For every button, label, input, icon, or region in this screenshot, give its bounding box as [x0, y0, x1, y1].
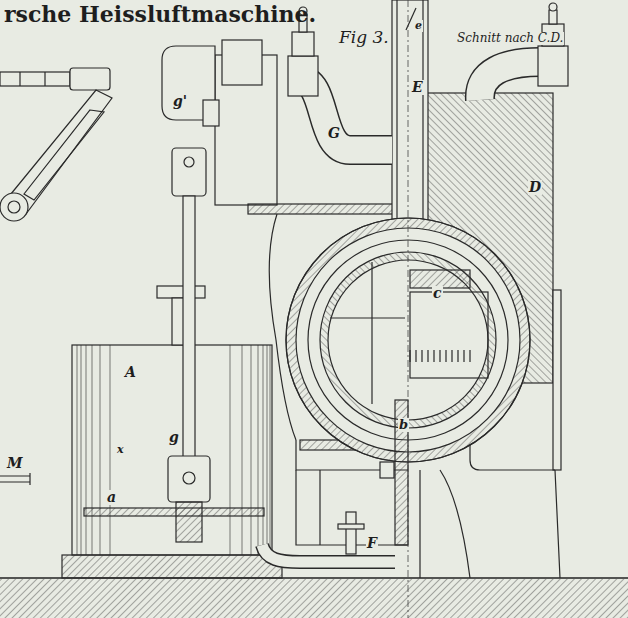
valve-part: [549, 10, 557, 24]
pipe-f: [262, 512, 395, 562]
bracket-g-prime-part: [203, 100, 219, 126]
block-d-part: [420, 470, 560, 578]
part-letter: a: [106, 490, 117, 505]
pipe-e-part: [396, 0, 397, 240]
top-left-lever-part: [70, 68, 110, 90]
pipe-f-part: [346, 512, 356, 554]
ground-part: [0, 579, 628, 618]
main-cylinder-part: [410, 350, 470, 362]
frame-part: [248, 204, 408, 214]
part-letter: g': [172, 94, 188, 109]
bracket-g-prime-part: [222, 40, 262, 85]
valve-part: [538, 46, 568, 86]
top-left-lever-part: [24, 110, 104, 200]
valve-part: [292, 32, 314, 56]
part-letter: E: [411, 80, 424, 95]
top-left-lever-part: [0, 193, 28, 221]
frame-part: [319, 470, 320, 545]
part-letter: c: [432, 286, 443, 301]
top-left-lever-part: [19, 72, 20, 86]
connecting-rod-g: [168, 196, 210, 542]
cylinder-a-part: [72, 345, 272, 555]
connecting-rod-g-part: [183, 472, 195, 484]
block-d-part: [553, 290, 561, 470]
part-letter: F: [366, 536, 378, 551]
pipe-g: [300, 62, 540, 150]
part-letter: G: [327, 126, 341, 141]
bracket-g-prime-part: [172, 148, 206, 196]
top-left-lever: [0, 68, 112, 221]
pipe-g-part: [480, 62, 540, 100]
valve: [288, 3, 568, 96]
pipe-f-part: [338, 524, 364, 529]
center-line: [408, 0, 409, 618]
cylinder-a-part: [62, 555, 282, 578]
connecting-rod-g-part: [176, 502, 202, 542]
part-letter: M: [6, 456, 24, 471]
bracket-g-prime: [162, 40, 277, 205]
cylinder-a: [62, 286, 282, 578]
pipe-e-part: [392, 0, 428, 240]
bracket-g-prime-part: [184, 157, 194, 167]
pipe-e: [392, 0, 428, 240]
part-letter: A: [124, 365, 137, 380]
main-cylinder-part: [371, 262, 372, 404]
part-letter: g: [168, 430, 180, 445]
stub-m: [0, 473, 30, 485]
main-cylinder-part: [380, 462, 394, 478]
stub-m-part: [0, 473, 30, 485]
main-cylinder-part: [410, 292, 488, 378]
connecting-rod-g-part: [168, 456, 210, 502]
center-line-part: [408, 0, 409, 618]
valve-part: [549, 3, 557, 11]
pipe-g-part: [480, 62, 540, 100]
connecting-rod-g-part: [183, 196, 195, 458]
ground: [0, 578, 628, 618]
top-left-lever-part: [8, 201, 20, 213]
cylinder-a-part: [84, 508, 264, 516]
part-letter: b: [398, 418, 409, 432]
top-left-lever-part: [0, 72, 70, 86]
figure-number: Fig 3.: [338, 28, 390, 47]
main-cylinder-part: [330, 317, 405, 318]
cylinder-a-part: [77, 345, 270, 555]
cylinder-a-part: [157, 286, 205, 298]
part-letter: x: [116, 444, 125, 456]
top-left-lever-part: [44, 72, 45, 86]
part-letter: e: [414, 20, 423, 32]
sheet-title: rsche Heissluftmaschine.: [4, 2, 316, 26]
valve-part: [288, 56, 318, 96]
pipe-e-part: [422, 0, 423, 240]
part-letter: D: [528, 180, 542, 195]
section-note: Schnitt nach C.D.: [456, 32, 564, 45]
